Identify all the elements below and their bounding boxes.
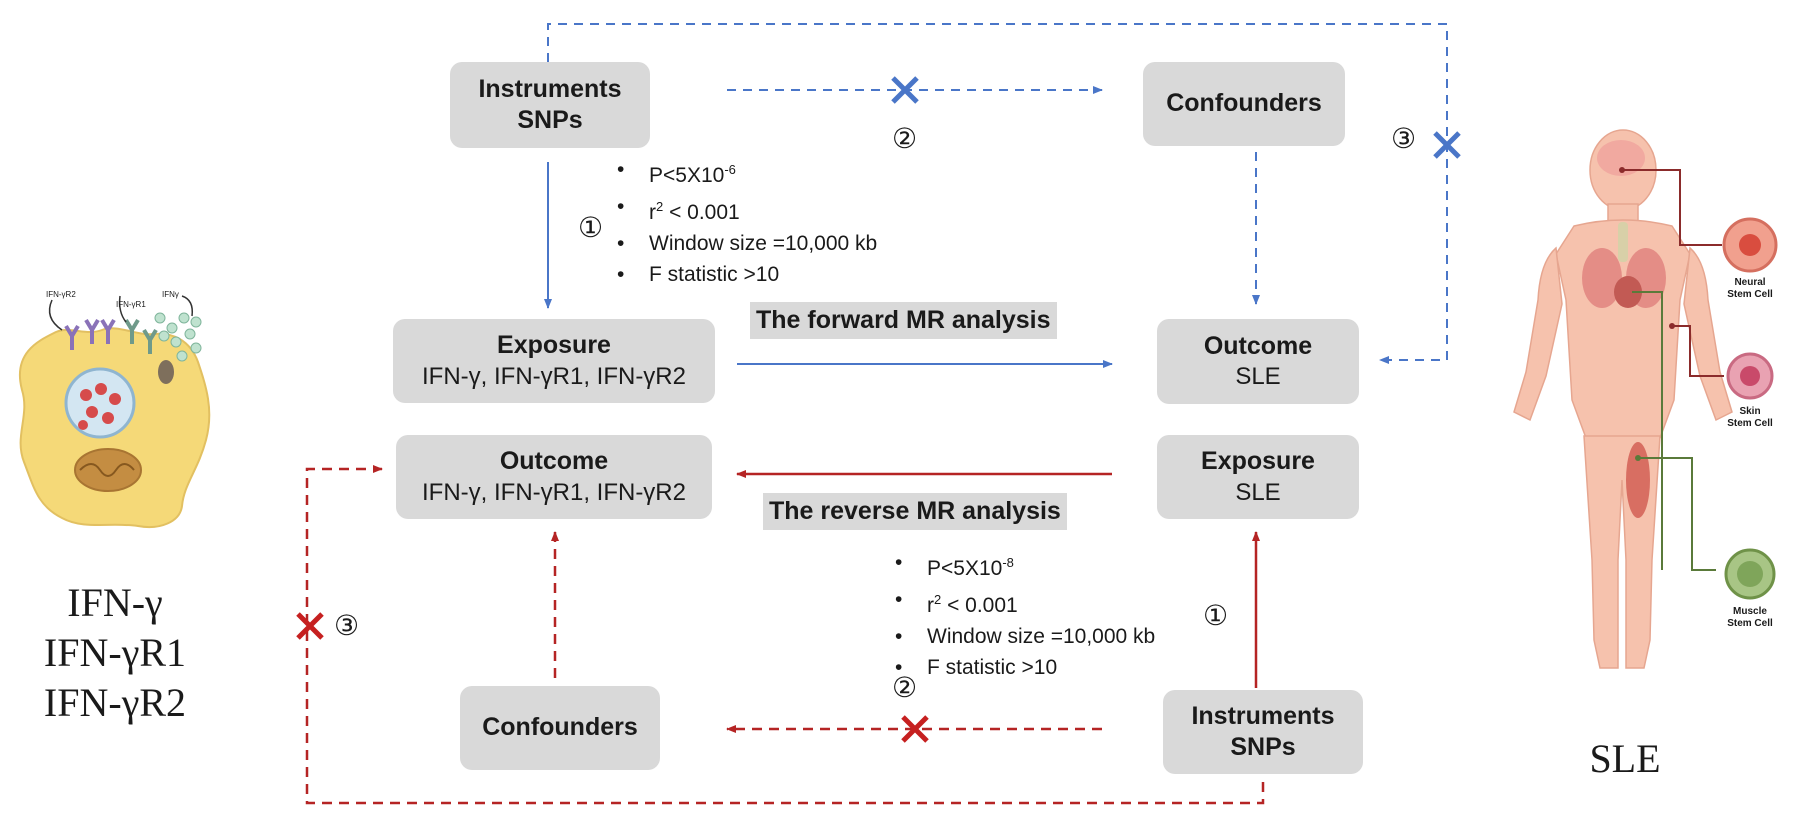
criterion-item: r2 < 0.001 — [617, 191, 877, 228]
forward-confounders-box: Confounders — [1143, 62, 1345, 146]
reverse-criteria-list: P<5X10-8 r2 < 0.001 Window size =10,000 … — [895, 547, 1155, 683]
forward-exposure-box: Exposure IFN-γ, IFN-γR1, IFN-γR2 — [393, 319, 715, 403]
receptor1-label: IFN-γR1 — [116, 300, 146, 309]
forward-criteria-list: P<5X10-6 r2 < 0.001 Window size =10,000 … — [617, 154, 877, 290]
reverse-connectors — [296, 465, 1265, 805]
forward-step-three: ③ — [1391, 123, 1417, 154]
left-caption: IFN-γ IFN-γR1 IFN-γR2 — [10, 578, 220, 728]
reverse-exposure-box: Exposure SLE — [1157, 435, 1359, 519]
forward-step-one: ① — [578, 212, 604, 243]
exposure-sub: IFN-γ, IFN-γR1, IFN-γR2 — [422, 362, 686, 390]
instruments-label: Instruments — [478, 74, 622, 103]
forward-step-two: ② — [892, 123, 918, 154]
exposure-title: Exposure — [1201, 447, 1315, 476]
criterion-item: F statistic >10 — [895, 652, 1155, 683]
criterion-item: P<5X10-8 — [895, 547, 1155, 584]
reverse-instruments-box: Instruments SNPs — [1163, 690, 1363, 774]
reverse-analysis-label: The reverse MR analysis — [763, 493, 1067, 530]
criterion-item: F statistic >10 — [617, 259, 877, 290]
outcome-sub: SLE — [1235, 363, 1281, 391]
confounders-label: Confounders — [482, 713, 638, 742]
outcome-title: Outcome — [1203, 331, 1313, 360]
criterion-item: Window size =10,000 kb — [895, 621, 1155, 652]
reverse-step-one: ① — [1203, 600, 1229, 631]
snps-label: SNPs — [1230, 733, 1296, 761]
right-caption: SLE — [1589, 736, 1661, 781]
pleiotropy-path — [547, 23, 1448, 364]
reverse-outcome-box: Outcome IFN-γ, IFN-γR1, IFN-γR2 — [396, 435, 712, 519]
forward-instruments-box: Instruments SNPs — [450, 62, 650, 148]
criterion-item: P<5X10-6 — [617, 154, 877, 191]
confounders-label: Confounders — [1166, 89, 1322, 118]
reverse-step-two: ② — [892, 672, 918, 703]
ligand-label: IFNγ — [162, 290, 179, 299]
instruments-label: Instruments — [1191, 701, 1335, 730]
forward-analysis-label: The forward MR analysis — [750, 302, 1057, 339]
exposure-sub: SLE — [1235, 478, 1281, 506]
reverse-confounders-box: Confounders — [460, 686, 660, 770]
forward-outcome-box: Outcome SLE — [1157, 319, 1359, 404]
reverse-step-three: ③ — [334, 610, 360, 641]
pleiotropy-path — [305, 465, 1265, 805]
criterion-item: Window size =10,000 kb — [617, 228, 877, 259]
caption-line: IFN-γR2 — [43, 680, 187, 725]
caption-line: IFN-γR1 — [43, 630, 187, 675]
outcome-title: Outcome — [499, 447, 609, 476]
exposure-title: Exposure — [497, 331, 611, 360]
cross-mark-icon — [891, 76, 1461, 159]
snps-label: SNPs — [517, 106, 583, 134]
caption-line: IFN-γ — [67, 580, 163, 625]
forward-connectors — [544, 23, 1461, 368]
cross-mark-icon — [296, 612, 929, 743]
receptor2-label: IFN-γR2 — [46, 290, 76, 299]
outcome-sub: IFN-γ, IFN-γR1, IFN-γR2 — [422, 478, 686, 506]
criterion-item: r2 < 0.001 — [895, 584, 1155, 621]
